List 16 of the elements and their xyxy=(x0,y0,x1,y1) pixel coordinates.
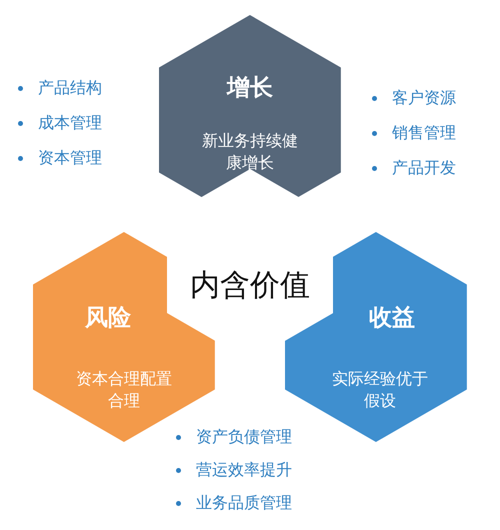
bullet-item: 业务品质管理 xyxy=(196,492,292,514)
segment-title: 风险 xyxy=(84,304,132,333)
segment-description: 实际经验优于假设 xyxy=(332,368,428,412)
segment-title: 收益 xyxy=(368,304,416,333)
segment-description: 资本合理配置合理 xyxy=(76,368,172,412)
segment-description: 新业务持续健康增长 xyxy=(202,130,298,174)
segment-title: 增长 xyxy=(225,74,274,103)
bullet-item: 资产负债管理 xyxy=(196,426,292,448)
bullet-item: 产品开发 xyxy=(392,158,456,178)
bullet-item: 成本管理 xyxy=(38,112,102,134)
bullet-item: 客户资源 xyxy=(392,88,456,108)
bullet-item: 营运效率提升 xyxy=(196,460,292,480)
bullet-item: 资本管理 xyxy=(38,148,102,168)
bullet-item: 产品结构 xyxy=(38,78,102,98)
center-title: 内含价值 xyxy=(189,267,311,305)
bullet-item: 销售管理 xyxy=(392,122,456,144)
